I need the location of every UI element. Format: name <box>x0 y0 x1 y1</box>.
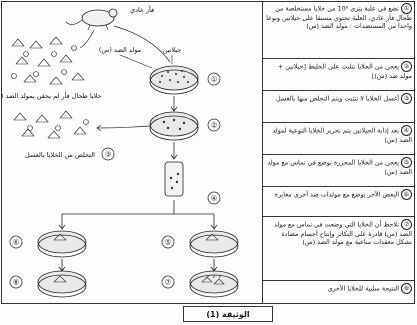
document-frame <box>1 1 415 304</box>
petri-dish-6 <box>37 230 87 258</box>
step-row-number: ⑧ <box>401 283 412 294</box>
test-tube <box>164 161 184 197</box>
step-number-8: ⑧ <box>13 279 19 287</box>
petri-dish-8 <box>37 270 87 298</box>
steps-table: ①تضع في علبة بتري 10⁶ من خلايا مستخلصة م… <box>262 1 415 304</box>
step-number-3: ③ <box>105 151 111 159</box>
step-number-4: ④ <box>211 195 217 203</box>
mouse-illustration <box>65 8 118 31</box>
step-row-text: يعجن من الخلايا المحررة توضع في تماس مع … <box>267 158 412 176</box>
step-row-1: ①تضع في علبة بتري 10⁶ من خلايا مستخلصة م… <box>263 1 415 59</box>
step-row-6: ⑥البعض الآخر يوضع مع مولدات ضد أخرى مغاي… <box>263 187 415 217</box>
step-row-number: ⑤ <box>401 157 412 168</box>
petri-dish-5 <box>189 230 239 258</box>
step-row-text: تلاحظ أن الخلايا التي وضعت في تماس مع مو… <box>273 220 412 247</box>
step-row-4: ④بعد إذابة الجيلاتين يتم تحرير الخلايا ا… <box>263 123 415 155</box>
step-number-1: ① <box>211 76 217 84</box>
step-row-text: تضع في علبة بتري 10⁶ من خلايا مستخلصة من… <box>266 4 412 31</box>
gelatin-label: جيلاتين <box>163 46 182 54</box>
step-row-7: ⑦تلاحظ أن الخلايا التي وضعت في تماس مع م… <box>263 217 415 281</box>
step-row-3: ③أغسل الخلايا لا تتثبت ويتم التخلص منها … <box>263 91 415 123</box>
step-row-number: ① <box>401 3 412 14</box>
petri-dish-1 <box>149 65 199 95</box>
step-row-number: ③ <box>401 93 412 104</box>
spleen-cells-cluster <box>11 36 85 85</box>
step-row-text: البعض الآخر يوضع مع مولدات ضد أخرى مغاير… <box>274 190 399 199</box>
washed-cells-cluster <box>13 110 89 139</box>
step-row-5: ⑤يعجن من الخلايا المحررة توضع في تماس مع… <box>263 155 415 187</box>
spleen-label: خلايا طحال فأر لم يحقن بمولد الضد (س) <box>2 91 102 100</box>
step-row-text: بعد إذابة الجيلاتين يتم تحرير الخلايا ال… <box>272 126 412 144</box>
step-row-8: ⑧النتيجة سلبية للخلايا الأخرى <box>263 281 415 303</box>
step-number-2: ② <box>211 122 217 130</box>
petri-dish-7 <box>189 270 239 298</box>
step-row-text: النتيجة سلبية للخلايا الأخرى <box>327 284 399 293</box>
step-row-2: ②يعجن من الخلايا بتلبث على الخليط [جيلات… <box>263 59 415 91</box>
step-number-5: ⑤ <box>165 239 171 247</box>
step-row-text: أغسل الخلايا لا تتثبت ويتم التخلص منها ب… <box>275 94 399 103</box>
antigen-label: مولد الضد (س) <box>99 46 141 54</box>
experiment-diagram: فأر عادي جيلاتين مولد الضد (س) خلايا طحا… <box>2 5 239 298</box>
step-row-number: ② <box>401 61 412 72</box>
step-row-number: ⑦ <box>401 219 412 230</box>
wash-label: التخلص من الخلايا بالغسل <box>25 151 95 159</box>
step-number-6: ⑥ <box>13 239 19 247</box>
mouse-label: فأر عادي <box>130 5 154 14</box>
document-caption: الوثيقة (1) <box>183 306 273 322</box>
step-row-number: ④ <box>401 125 412 136</box>
petri-dish-2 <box>149 111 199 141</box>
step-row-text: يعجن من الخلايا بتلبث على الخليط [جيلاتي… <box>277 62 412 80</box>
step-row-number: ⑥ <box>401 189 412 200</box>
step-number-7: ⑦ <box>165 279 171 287</box>
